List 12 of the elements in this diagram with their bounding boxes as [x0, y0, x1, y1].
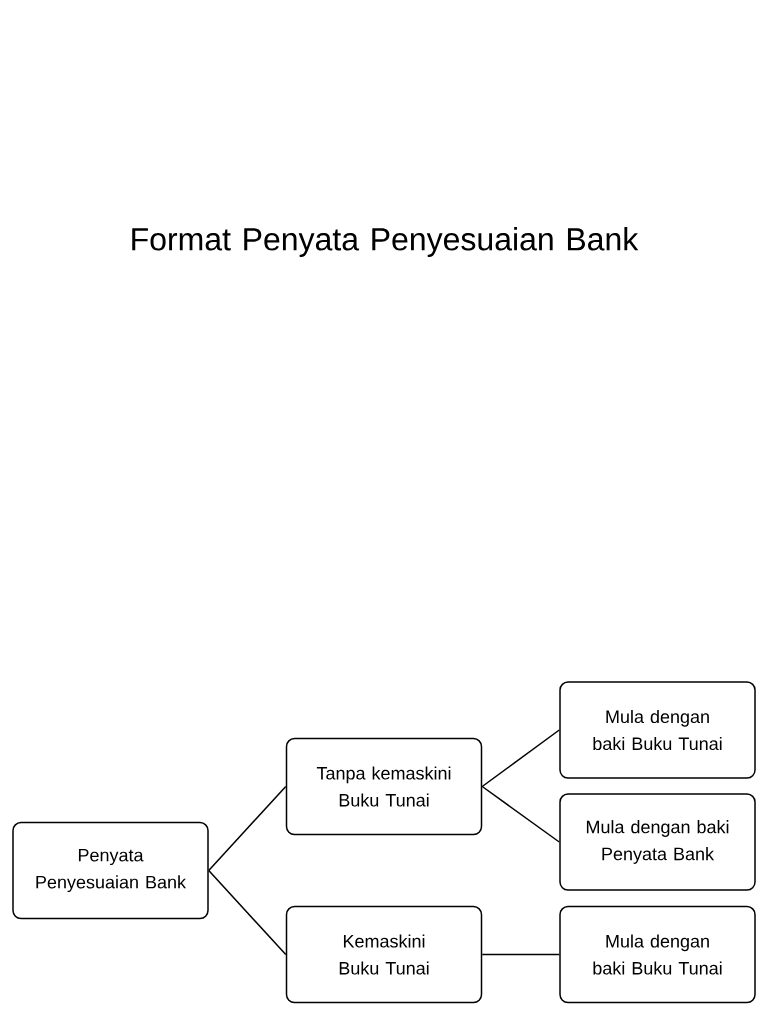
- connector-line: [481, 729, 560, 788]
- process-box: Mula dengan baki Buku Tunai: [559, 681, 756, 779]
- connector-line: [208, 869, 287, 956]
- process-box: Kemaskini Buku Tunai: [285, 905, 483, 1004]
- connector-line: [481, 953, 560, 956]
- title: Format Penyata Penyesuaian Bank: [132, 227, 639, 257]
- connector-line: [208, 785, 287, 872]
- process-box: Penyata Penyesuaian Bank: [12, 821, 209, 920]
- process-box: Mula dengan baki Buku Tunai: [559, 905, 756, 1004]
- connector-line: [481, 785, 560, 843]
- process-box: Tanpa kemaskini Buku Tunai: [285, 737, 483, 836]
- process-box: Mula dengan baki Penyata Bank: [559, 793, 756, 891]
